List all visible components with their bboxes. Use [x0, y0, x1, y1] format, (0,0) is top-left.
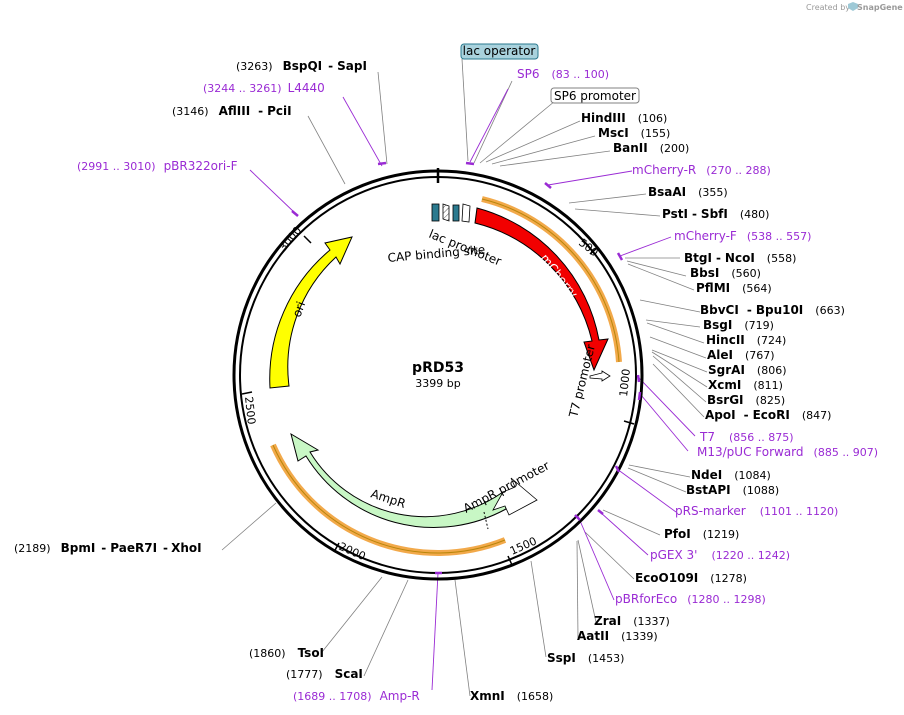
ori-feature-arrow[interactable] [269, 236, 353, 389]
site-hincii[interactable]: HincII(724) [706, 333, 786, 347]
site-apoi-ecori[interactable]: ApoI-EcoRI(847) [705, 408, 831, 422]
site-scai[interactable]: (1777)ScaI [286, 667, 363, 681]
site-bbsi[interactable]: BbsI(560) [690, 266, 761, 280]
watermark-brand: SnapGene [857, 3, 903, 12]
sp6-promoter-label: SP6 promoter [554, 89, 636, 103]
site-btgi-ncoi[interactable]: BtgI-NcoI(558) [684, 251, 796, 265]
cap-binding-site-label: CAP binding site [387, 243, 486, 265]
lac-operator-label: lac operator [463, 44, 536, 58]
watermark-prefix: Created by [806, 3, 850, 12]
site-pfoi[interactable]: PfoI(1219) [664, 527, 739, 541]
site-sgrai[interactable]: SgrAI(806) [708, 363, 787, 377]
site-psti-sbfi[interactable]: PstI-SbfI(480) [662, 207, 769, 221]
site-zrai[interactable]: ZraI(1337) [594, 614, 670, 628]
primer-marks [291, 161, 642, 575]
primer-t7[interactable]: T7(856 .. 875) [699, 430, 794, 444]
ampr-highlight-edge [272, 444, 506, 554]
tick-label-2500: 2500 [242, 396, 258, 425]
lac-promoter-box[interactable] [442, 203, 450, 222]
primer-mcherry-r[interactable]: mCherry-R(270 .. 288) [632, 163, 771, 177]
primer-sp6[interactable]: SP6(83 .. 100) [517, 67, 609, 81]
lac-operator-label-box [460, 43, 539, 60]
primer-pbr322ori-f[interactable]: (2991 .. 3010)pBR322ori-F [77, 159, 238, 173]
site-xcmi[interactable]: XcmI(811) [708, 378, 783, 392]
mcherry-feature-arrow[interactable] [474, 207, 609, 372]
site-sspi[interactable]: SspI(1453) [547, 651, 624, 665]
site-pflmi[interactable]: PflMI(564) [696, 281, 772, 295]
cap-binding-site-box[interactable] [431, 203, 440, 222]
site-bsgi[interactable]: BsgI(719) [703, 318, 774, 332]
site-alei[interactable]: AleI(767) [707, 348, 775, 362]
primer-mcherry-f[interactable]: mCherry-F(538 .. 557) [674, 229, 811, 243]
sp6-promoter-label-box [550, 87, 640, 104]
site-bbvci-bpu10i[interactable]: BbvCI-Bpu10I(663) [700, 303, 845, 317]
tick-label-3000: 3000 [276, 224, 304, 254]
t7-promoter-arrow[interactable] [589, 370, 611, 382]
site-aatii[interactable]: AatII(1339) [577, 629, 658, 643]
primer-prs-marker[interactable]: pRS-marker(1101 .. 1120) [675, 504, 838, 518]
site-ecoo109i[interactable]: EcoO109I(1278) [635, 571, 747, 585]
site-bstapi[interactable]: BstAPI(1088) [686, 483, 779, 497]
t7-promoter-label: T7 promoter [566, 343, 598, 420]
primer-amp-r[interactable]: (1689 .. 1708)Amp-R [293, 689, 420, 703]
primer-m13-puc-forward[interactable]: M13/pUC Forward(885 .. 907) [697, 445, 878, 459]
ampr-promoter-divider [483, 511, 489, 530]
site-afliii-pcii[interactable]: (3146)AflIII-PciI [172, 104, 292, 118]
site-bsaai[interactable]: BsaAI(355) [648, 185, 728, 199]
lac-operator-box[interactable] [452, 204, 460, 222]
primer-pgex-3[interactable]: pGEX 3'(1220 .. 1242) [650, 548, 790, 562]
sp6-promoter-box[interactable] [461, 203, 471, 223]
primer-pbrforeco[interactable]: pBRforEco(1280 .. 1298) [615, 592, 766, 606]
ampr-promoter-arrow[interactable] [492, 477, 538, 516]
primer-leader-lines [249, 88, 696, 691]
scale-ticks [241, 235, 635, 566]
site-banii[interactable]: BanII(200) [613, 141, 689, 155]
site-xmni[interactable]: XmnI(1658) [470, 689, 553, 703]
site-bsrgi[interactable]: BsrGI(825) [707, 393, 785, 407]
site-msci[interactable]: MscI(155) [598, 126, 670, 140]
plasmid-name: pRD53 [412, 360, 464, 376]
snapgene-logo-icon [848, 2, 858, 11]
site-bspqi-sapi[interactable]: (3263)BspQI-SapI [236, 59, 367, 73]
site-ndei[interactable]: NdeI(1084) [691, 468, 771, 482]
primer-l4440[interactable]: (3244 .. 3261)L4440 [203, 81, 325, 95]
ori-label: ori [290, 300, 308, 319]
site-bpmi-paer7i-xhoi[interactable]: (2189)BpmI-PaeR7I-XhoI [14, 541, 202, 555]
site-hindiii[interactable]: HindIII(106) [581, 111, 667, 125]
tick-label-1000: 1000 [617, 368, 633, 397]
plasmid-length: 3399 bp [415, 377, 460, 390]
leader-lines [221, 58, 708, 697]
mcherry-highlight-edge [481, 198, 620, 363]
ampr-feature-arrow[interactable] [290, 432, 507, 528]
site-tsoi[interactable]: (1860)TsoI [249, 646, 324, 660]
